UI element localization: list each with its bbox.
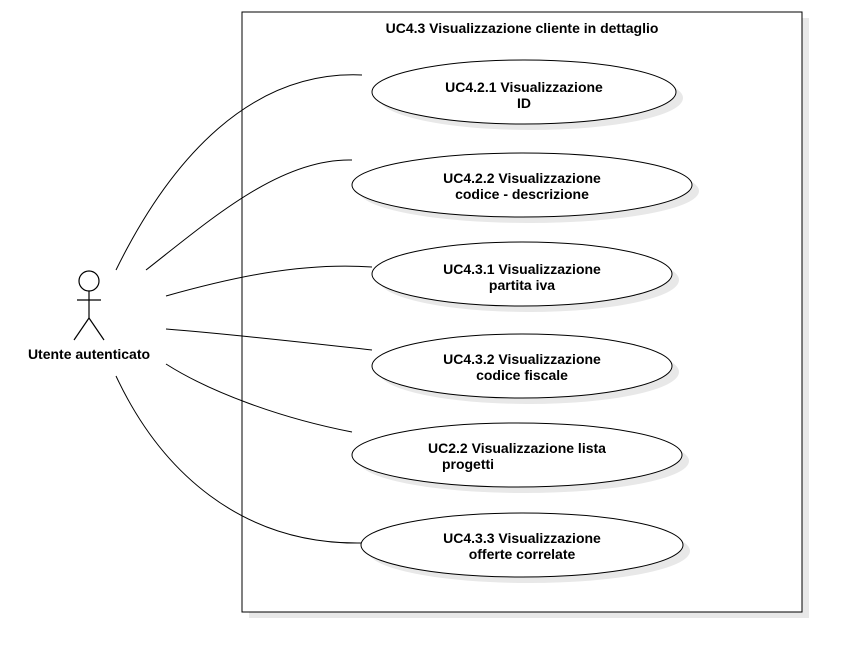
actor-left-leg [73, 317, 90, 341]
use-case-6-line1: UC4.3.3 Visualizzazione [443, 530, 601, 546]
actor-right-leg [88, 317, 105, 341]
use-case-4: UC4.3.2 Visualizzazione codice fiscale [371, 333, 679, 404]
association-uc4 [165, 328, 373, 351]
use-case-2-ellipse [351, 152, 693, 218]
use-case-3-ellipse [371, 241, 673, 307]
system-title: UC4.3 Visualizzazione cliente in dettagl… [386, 20, 659, 36]
association-uc3 [165, 265, 373, 297]
use-case-1-line2: ID [517, 95, 531, 111]
use-case-2-line2: codice - descrizione [455, 186, 589, 202]
use-case-6-ellipse [360, 512, 684, 578]
use-case-3-line2: partita iva [489, 277, 555, 293]
use-case-6: UC4.3.3 Visualizzazione offerte correlat… [360, 512, 690, 583]
actor-head [78, 270, 100, 292]
use-case-5-line2: progetti [442, 456, 494, 472]
association-uc2 [145, 159, 353, 271]
use-case-1-ellipse [371, 59, 677, 125]
use-case-5-line1: UC2.2 Visualizzazione lista [428, 440, 606, 456]
associations [115, 74, 373, 544]
use-case-4-line1: UC4.3.2 Visualizzazione [443, 351, 601, 367]
use-case-3-line1: UC4.3.1 Visualizzazione [443, 261, 601, 277]
use-case-4-ellipse [371, 333, 673, 399]
use-case-4-line2: codice fiscale [476, 367, 568, 383]
use-case-3: UC4.3.1 Visualizzazione partita iva [371, 241, 679, 312]
actor-label: Utente autenticato [28, 346, 150, 362]
use-case-2-line1: UC4.2.2 Visualizzazione [443, 170, 601, 186]
use-case-5-ellipse [351, 422, 683, 488]
use-case-1-line1: UC4.2.1 Visualizzazione [445, 79, 603, 95]
use-case-2: UC4.2.2 Visualizzazione codice - descriz… [351, 152, 699, 223]
use-case-6-line2: offerte correlate [469, 546, 576, 562]
use-case-5: UC2.2 Visualizzazione lista progetti [351, 422, 689, 493]
stick-figure-icon [73, 270, 105, 341]
association-uc6 [115, 375, 363, 544]
association-uc5 [165, 363, 353, 433]
use-case-1: UC4.2.1 Visualizzazione ID [371, 59, 683, 130]
association-uc1 [115, 74, 363, 271]
